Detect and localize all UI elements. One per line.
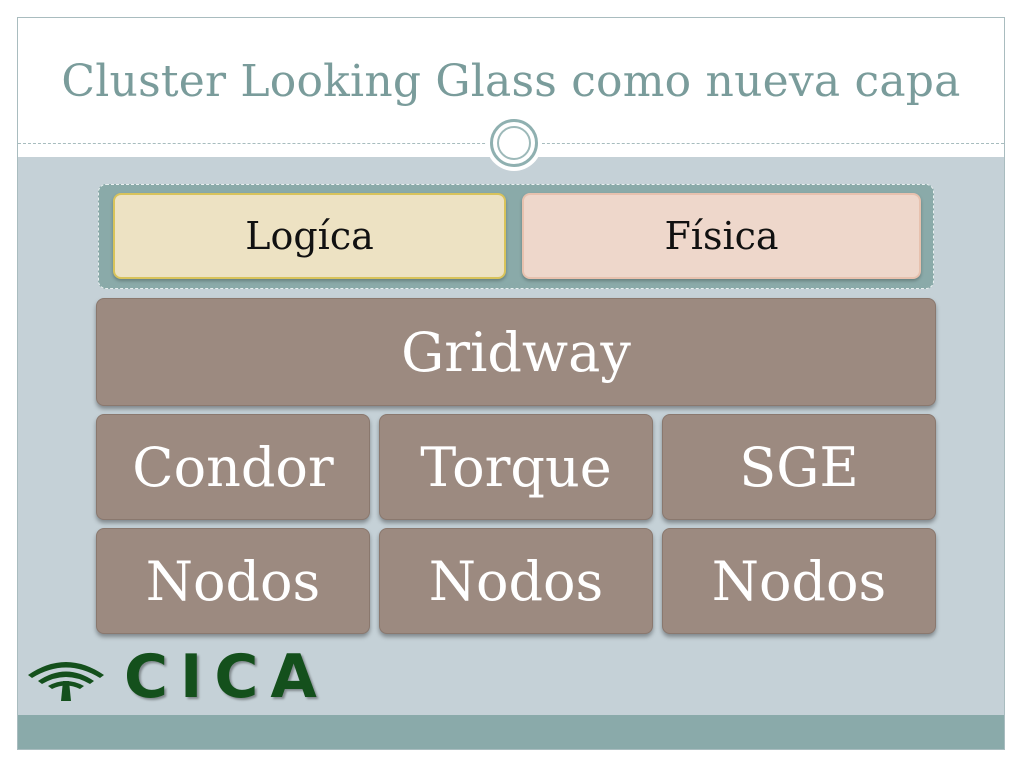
sge-label: SGE <box>739 435 859 499</box>
nodos-box-condor: Nodos <box>96 528 370 634</box>
cica-logo: CICA <box>24 645 324 709</box>
gridway-label: Gridway <box>401 320 631 384</box>
gridway-box: Gridway <box>96 298 936 406</box>
condor-box: Condor <box>96 414 370 520</box>
nodos-label: Nodos <box>428 549 604 613</box>
nodos-label: Nodos <box>711 549 887 613</box>
footer-band <box>18 715 1004 749</box>
torque-label: Torque <box>420 435 612 499</box>
fisica-label: Física <box>664 214 779 258</box>
logical-physical-group: Logíca Física <box>98 184 934 289</box>
torque-box: Torque <box>379 414 653 520</box>
nodos-box-torque: Nodos <box>379 528 653 634</box>
logica-box: Logíca <box>113 193 506 279</box>
condor-label: Condor <box>132 435 334 499</box>
divider-ring-icon <box>486 115 542 171</box>
cica-emblem-icon <box>28 662 104 701</box>
slide-title: Cluster Looking Glass como nueva capa <box>61 56 961 107</box>
sge-box: SGE <box>662 414 936 520</box>
ring-inner <box>497 126 531 160</box>
slide: Cluster Looking Glass como nueva capa Lo… <box>17 17 1005 750</box>
cica-logo-text: CICA <box>124 642 329 712</box>
nodos-box-sge: Nodos <box>662 528 936 634</box>
fisica-box: Física <box>522 193 921 279</box>
nodos-label: Nodos <box>145 549 321 613</box>
logica-label: Logíca <box>245 214 374 258</box>
